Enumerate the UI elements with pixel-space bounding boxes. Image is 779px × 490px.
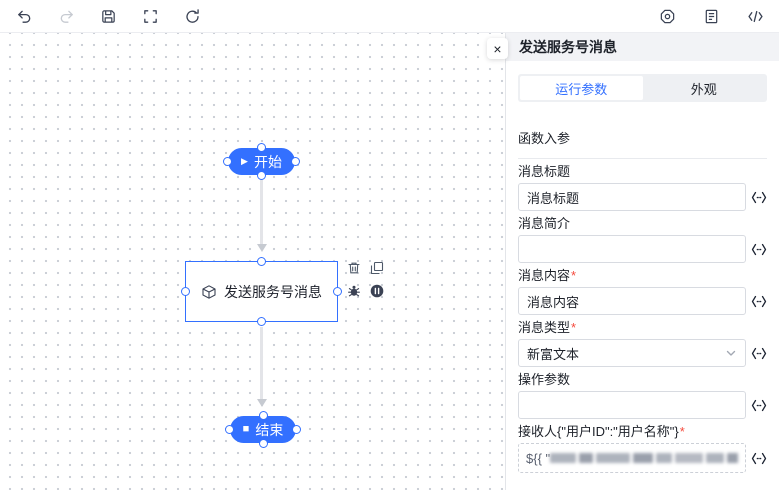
expression-binding-icon[interactable] bbox=[751, 243, 767, 256]
node-end-label: 结束 bbox=[255, 421, 284, 438]
recipients-expression-input[interactable]: ${{ " bbox=[518, 443, 746, 473]
node-send-label: 发送服务号消息 bbox=[224, 283, 322, 300]
expression-binding-icon[interactable] bbox=[751, 295, 767, 308]
message-summary-input[interactable] bbox=[518, 235, 746, 263]
redo-icon[interactable] bbox=[57, 7, 75, 25]
expression-binding-icon[interactable] bbox=[751, 347, 767, 360]
handle-top[interactable] bbox=[257, 143, 266, 152]
toolbar-left-group bbox=[15, 7, 201, 25]
edge-arrowhead bbox=[257, 399, 267, 407]
field-label: 接收人{"用户ID":"用户名称"}* bbox=[518, 424, 685, 439]
redacted-value bbox=[550, 453, 738, 463]
handle-top[interactable] bbox=[257, 257, 266, 266]
close-panel-button[interactable]: × bbox=[487, 38, 508, 59]
message-title-input[interactable] bbox=[518, 183, 746, 211]
expression-binding-icon[interactable] bbox=[751, 191, 767, 204]
params-form: 函数入参 消息标题 消息简介 bbox=[506, 128, 779, 473]
top-toolbar bbox=[0, 0, 779, 33]
refresh-icon[interactable] bbox=[183, 7, 201, 25]
save-icon[interactable] bbox=[99, 7, 117, 25]
properties-panel: × 发送服务号消息 运行参数 外观 函数入参 消息标题 消息简介 bbox=[487, 33, 779, 490]
document-icon[interactable] bbox=[702, 7, 720, 25]
undo-icon[interactable] bbox=[15, 7, 33, 25]
panel-tabs: 运行参数 外观 bbox=[518, 74, 767, 102]
handle-bottom[interactable] bbox=[257, 171, 266, 180]
toolbar-right-group bbox=[658, 7, 764, 25]
play-icon: ▶ bbox=[241, 156, 248, 166]
handle-bottom[interactable] bbox=[258, 439, 268, 448]
field-message-title: 消息标题 bbox=[518, 164, 767, 211]
field-label: 消息类型* bbox=[518, 320, 577, 335]
copy-icon[interactable] bbox=[370, 261, 384, 275]
operation-params-input[interactable] bbox=[518, 391, 746, 419]
required-mark: * bbox=[571, 268, 577, 283]
settings-icon[interactable] bbox=[658, 7, 676, 25]
chevron-down-icon bbox=[726, 350, 736, 356]
breakpoint-pause-icon[interactable] bbox=[370, 284, 384, 298]
field-label: 消息标题 bbox=[518, 164, 571, 179]
node-start-label: 开始 bbox=[253, 153, 282, 170]
section-title-function-inputs: 函数入参 bbox=[518, 128, 767, 159]
field-message-summary: 消息简介 bbox=[518, 216, 767, 263]
stop-icon: ■ bbox=[242, 423, 250, 435]
handle-right[interactable] bbox=[333, 287, 342, 296]
select-value: 新富文本 bbox=[527, 346, 580, 362]
delete-icon[interactable] bbox=[347, 261, 361, 275]
expression-binding-icon[interactable] bbox=[751, 452, 767, 465]
handle-left[interactable] bbox=[223, 157, 232, 166]
node-start[interactable]: ▶ 开始 bbox=[223, 143, 300, 180]
field-label: 消息简介 bbox=[518, 216, 571, 231]
fit-view-icon[interactable] bbox=[141, 7, 159, 25]
field-operation-params: 操作参数 bbox=[518, 372, 767, 419]
code-icon[interactable] bbox=[746, 7, 764, 25]
handle-bottom[interactable] bbox=[257, 317, 266, 326]
handle-left[interactable] bbox=[225, 425, 234, 434]
debug-icon[interactable] bbox=[347, 284, 361, 298]
node-end[interactable]: ■ 结束 bbox=[225, 411, 301, 448]
field-label: 消息内容* bbox=[518, 268, 577, 283]
edge-start-to-task bbox=[260, 179, 263, 245]
handle-right[interactable] bbox=[291, 157, 300, 166]
field-message-type: 消息类型* 新富文本 bbox=[518, 320, 767, 367]
handle-right[interactable] bbox=[292, 425, 301, 434]
expression-binding-icon[interactable] bbox=[751, 399, 767, 412]
message-content-input[interactable] bbox=[518, 287, 746, 315]
edge-task-to-end bbox=[260, 327, 263, 400]
tab-run-params[interactable]: 运行参数 bbox=[520, 76, 643, 100]
edge-arrowhead bbox=[257, 244, 267, 252]
node-action-toolbar bbox=[347, 261, 384, 298]
required-mark: * bbox=[571, 320, 577, 335]
expression-prefix: ${{ " bbox=[526, 450, 551, 466]
cube-icon bbox=[202, 284, 216, 299]
message-type-select[interactable]: 新富文本 bbox=[518, 339, 746, 367]
handle-left[interactable] bbox=[181, 287, 190, 296]
handle-top[interactable] bbox=[258, 411, 268, 420]
tab-appearance[interactable]: 外观 bbox=[690, 81, 717, 97]
required-mark: * bbox=[679, 424, 685, 439]
field-recipients: 接收人{"用户ID":"用户名称"}* ${{ " bbox=[518, 424, 767, 473]
node-send-message[interactable]: 发送服务号消息 bbox=[181, 257, 342, 326]
close-icon: × bbox=[493, 40, 502, 57]
field-label: 操作参数 bbox=[518, 372, 571, 387]
panel-title: 发送服务号消息 bbox=[506, 33, 779, 61]
field-message-content: 消息内容* bbox=[518, 268, 767, 315]
